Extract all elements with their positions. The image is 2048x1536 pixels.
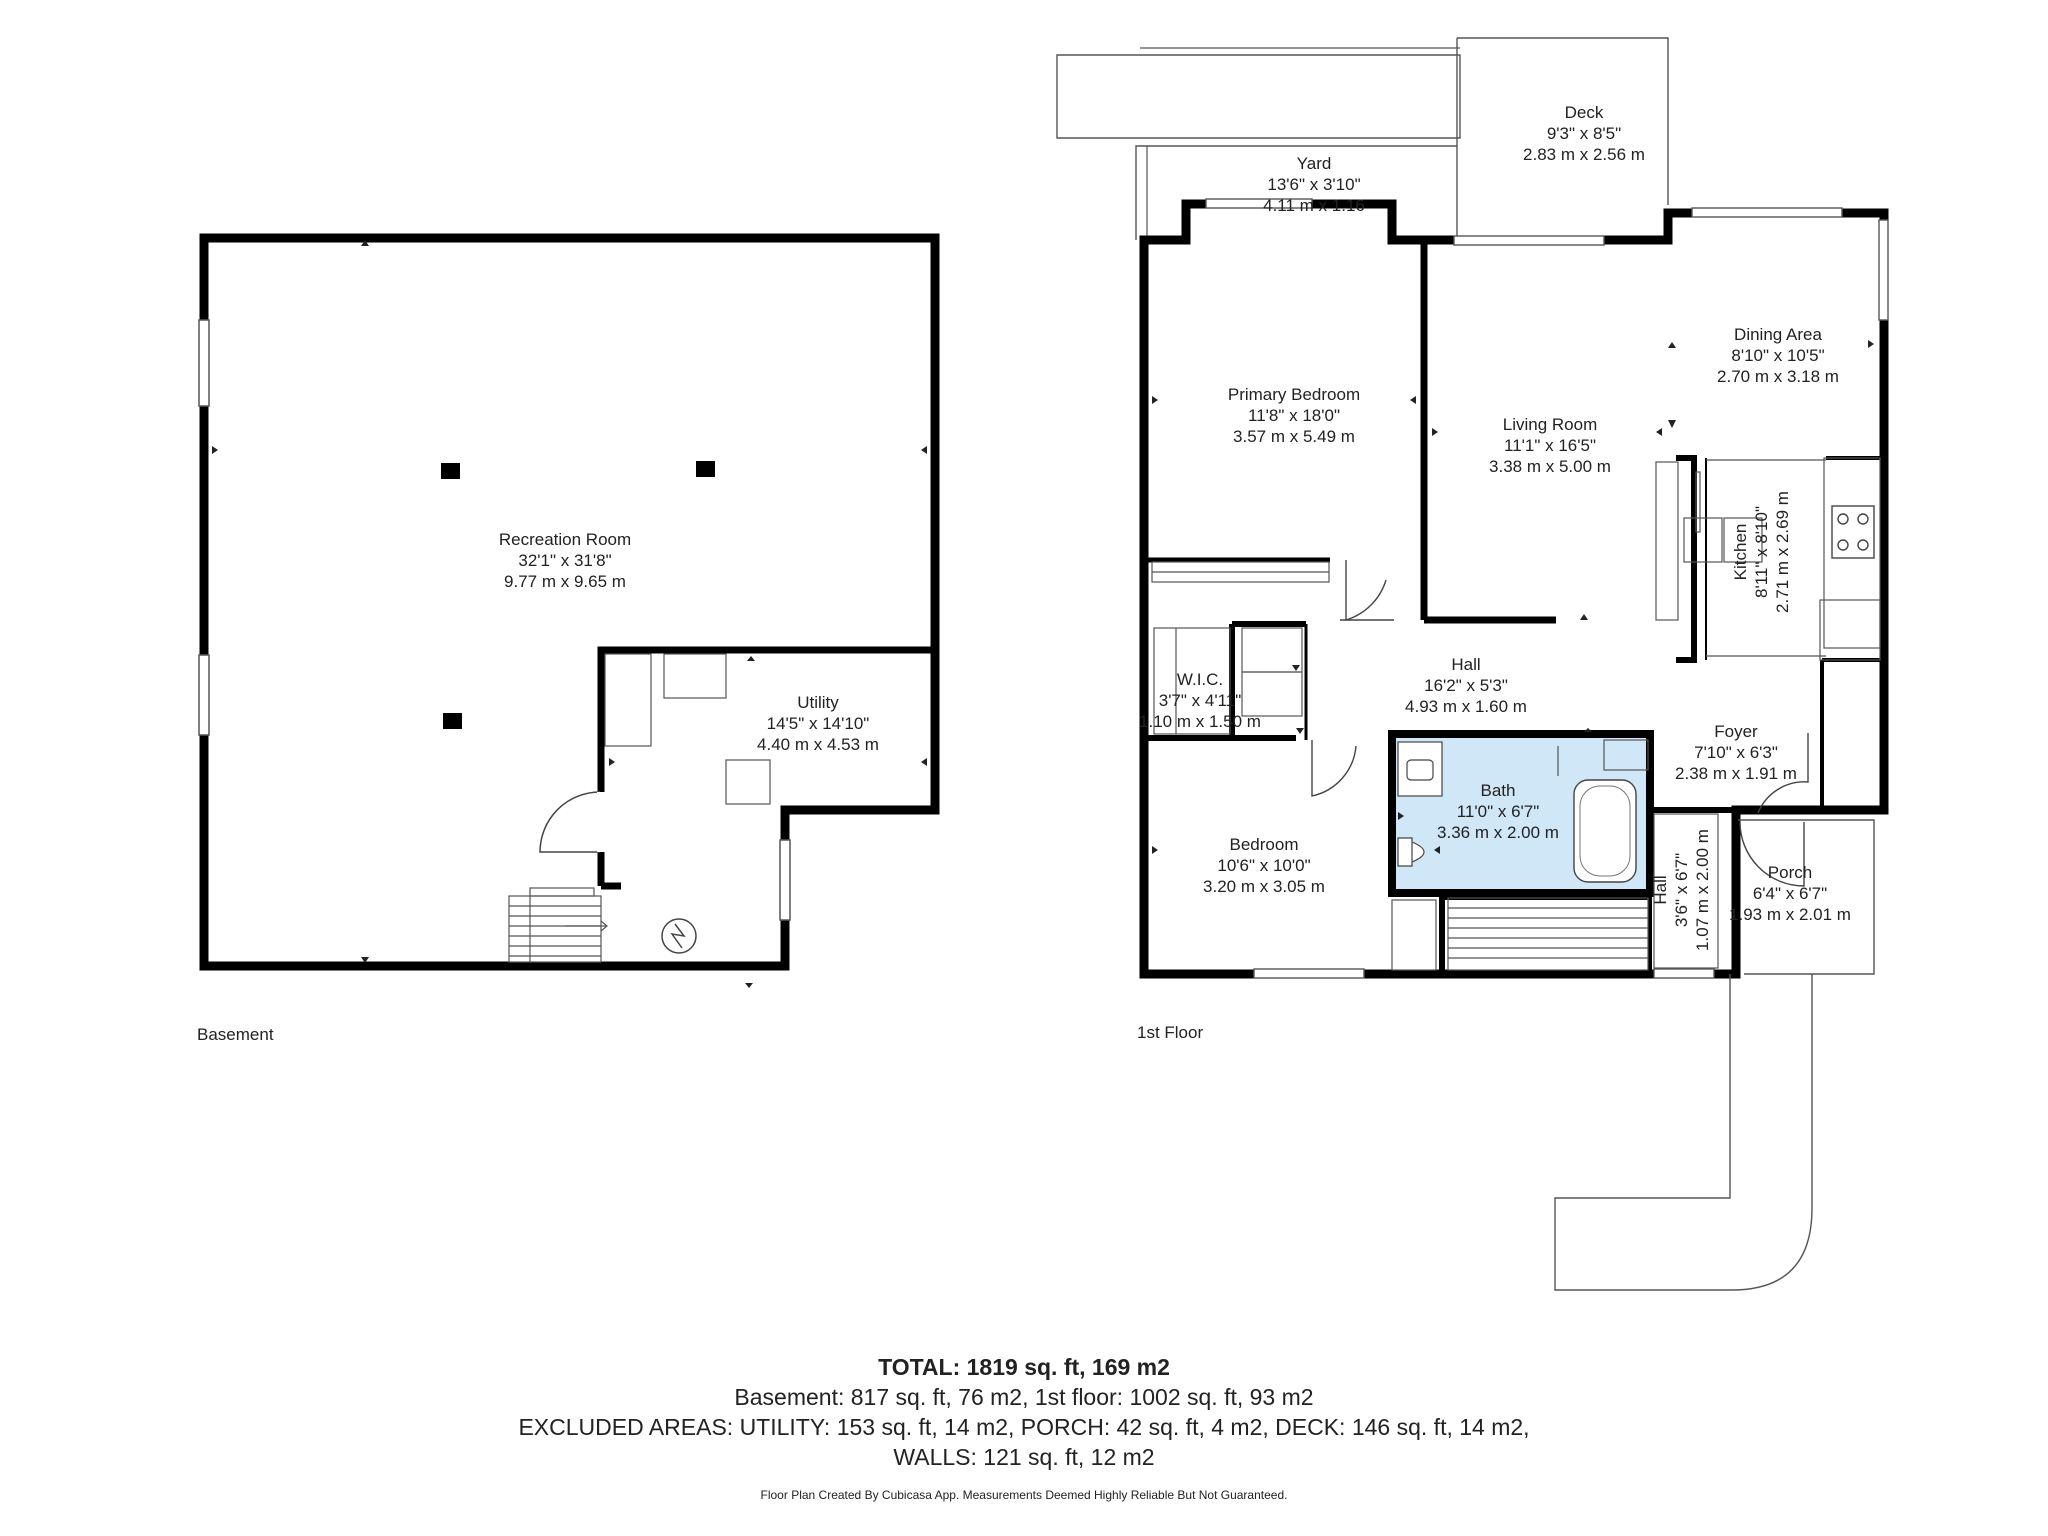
stove-icon — [1831, 505, 1875, 559]
column — [443, 713, 462, 729]
utility-door-opening — [597, 792, 605, 852]
walkway-outline — [1554, 974, 1813, 1291]
living-room-imperial: 11'1" x 16'5" — [1504, 436, 1596, 455]
recreation-room-imperial: 32'1" x 31'8" — [518, 551, 611, 570]
dining-area-imperial: 8'10" x 10'5" — [1731, 346, 1824, 365]
primary-bedroom-metric: 3.57 m x 5.49 m — [1233, 427, 1355, 446]
primary-bedroom-name: Primary Bedroom — [1228, 385, 1360, 404]
water-heater-bolt — [670, 923, 686, 949]
yard-imperial: 13'6" x 3'10" — [1267, 175, 1360, 194]
kitchen-imperial: 8'11" x 8'10" — [1752, 506, 1771, 598]
water-heater-icon — [661, 918, 697, 954]
closet-lines — [1151, 561, 1330, 735]
porch-name: Porch — [1768, 863, 1812, 882]
living-room-name: Living Room — [1503, 415, 1598, 434]
bathtub-icon — [1573, 779, 1637, 883]
kitchen-cabinets — [1655, 457, 1881, 661]
deck-imperial: 9'3" x 8'5" — [1547, 124, 1621, 143]
dining-area-metric: 2.70 m x 3.18 m — [1717, 367, 1839, 386]
utility-fixture — [725, 759, 771, 805]
stair-landing — [529, 887, 595, 897]
utility-metric: 4.40 m x 4.53 m — [757, 735, 879, 754]
basement-window — [198, 319, 210, 407]
floor-labels: Basement 1st Floor — [197, 1023, 1203, 1044]
first-floor-windows — [1205, 198, 1889, 979]
porch-imperial: 6'4" x 6'7" — [1753, 884, 1827, 903]
basement-label: Basement — [197, 1025, 274, 1044]
foyer-name: Foyer — [1714, 722, 1758, 741]
yard-name: Yard — [1297, 154, 1332, 173]
small-hall-name: Hall — [1651, 875, 1670, 904]
kitchen-name: Kitchen — [1731, 524, 1750, 581]
column — [696, 461, 715, 477]
hall-name: Hall — [1451, 655, 1480, 674]
basement-window — [779, 839, 791, 921]
utility-fixture — [663, 653, 727, 699]
porch-outline — [1738, 819, 1875, 975]
first-floor-markers — [1152, 340, 1874, 854]
bath-metric: 3.36 m x 2.00 m — [1437, 823, 1559, 842]
sink-icon — [1406, 759, 1434, 781]
recreation-room-name: Recreation Room — [499, 530, 631, 549]
deck-metric: 2.83 m x 2.56 m — [1523, 145, 1645, 164]
walls-area: WALLS: 121 sq. ft, 12 m2 — [893, 1444, 1155, 1470]
first-floor-stairs — [1391, 739, 1649, 971]
wic-metric: 1.10 m x 1.50 m — [1139, 712, 1261, 731]
deck-name: Deck — [1565, 103, 1604, 122]
small-hall-closet — [1653, 813, 1719, 969]
bath-imperial: 11'0" x 6'7" — [1457, 802, 1540, 821]
yard-metric: 4.11 m x 1.16 — [1263, 196, 1365, 215]
vanity-icon — [1397, 741, 1443, 797]
utility-name: Utility — [797, 693, 839, 712]
deck-outline — [1456, 37, 1669, 240]
credit-note: Floor Plan Created By Cubicasa App. Meas… — [760, 1488, 1288, 1502]
wic-imperial: 3'7" x 4'11" — [1159, 691, 1242, 710]
bedroom-metric: 3.20 m x 3.05 m — [1203, 877, 1325, 896]
porch-metric: 1.93 m x 2.01 m — [1729, 905, 1851, 924]
kitchen-metric: 2.71 m x 2.69 m — [1773, 491, 1792, 613]
hall-metric: 4.93 m x 1.60 m — [1405, 697, 1527, 716]
basement-outer-wall — [199, 233, 940, 971]
room-labels: Recreation Room 32'1" x 31'8" 9.77 m x 9… — [499, 103, 1851, 951]
area-summary: TOTAL: 1819 sq. ft, 169 m2 Basement: 817… — [0, 1352, 2048, 1502]
toilet-icon — [1397, 837, 1425, 867]
wic-name: W.I.C. — [1177, 670, 1223, 689]
basement-stairs — [508, 895, 608, 963]
bedroom-imperial: 10'6" x 10'0" — [1217, 856, 1310, 875]
bath-wall — [1388, 730, 1654, 897]
first-floor-outer-wall — [1139, 199, 1889, 979]
wall-markers — [212, 240, 927, 988]
dining-area-name: Dining Area — [1734, 325, 1822, 344]
small-hall-imperial: 3'6" x 6'7" — [1672, 853, 1691, 927]
foyer-metric: 2.38 m x 1.91 m — [1675, 764, 1797, 783]
first-floor-label: 1st Floor — [1137, 1023, 1203, 1042]
hall-imperial: 16'2" x 5'3" — [1424, 676, 1508, 695]
total-area: TOTAL: 1819 sq. ft, 169 m2 — [878, 1354, 1170, 1380]
foyer-imperial: 7'10" x 6'3" — [1694, 743, 1778, 762]
bedroom-name: Bedroom — [1230, 835, 1299, 854]
basement-window — [198, 654, 210, 736]
utility-imperial: 14'5" x 14'10" — [767, 714, 870, 733]
upper-deck-outline — [1056, 54, 1461, 139]
bath-name: Bath — [1481, 781, 1516, 800]
basement-plan — [198, 233, 940, 988]
yard-outline — [1135, 145, 1457, 240]
column — [441, 463, 460, 479]
recreation-room-metric: 9.77 m x 9.65 m — [504, 572, 626, 591]
door-swings — [1311, 560, 1809, 887]
primary-bedroom-imperial: 11'8" x 18'0" — [1248, 406, 1340, 425]
small-hall-metric: 1.07 m x 2.00 m — [1693, 829, 1712, 951]
bathtub-inner — [1579, 785, 1631, 877]
first-floor-plan — [1056, 37, 1889, 1291]
utility-fixture — [604, 653, 652, 747]
excluded-areas: EXCLUDED AREAS: UTILITY: 153 sq. ft, 14 … — [518, 1414, 1530, 1440]
floor-areas: Basement: 817 sq. ft, 76 m2, 1st floor: … — [734, 1384, 1314, 1410]
living-room-metric: 3.38 m x 5.00 m — [1489, 457, 1611, 476]
utility-door-swing — [539, 791, 601, 853]
